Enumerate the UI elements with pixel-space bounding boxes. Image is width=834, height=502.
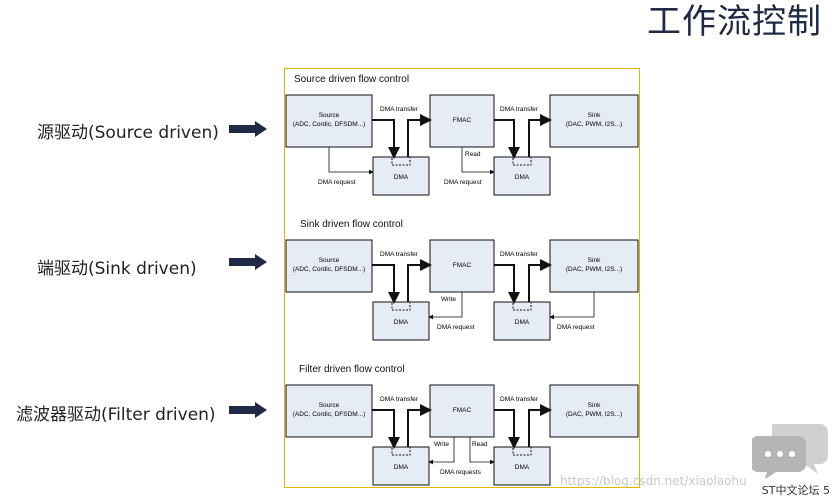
sink-label: Sink [588,402,601,409]
dma-box-1 [372,446,430,486]
source-label: Source [319,257,340,264]
section-filter-driven: Filter driven flow control Source (ADC, … [285,364,639,486]
label-dma-transfer: DMA transfer [500,106,539,113]
dma-label: DMA [394,174,409,181]
source-box [285,384,373,438]
label-dma-transfer: DMA transfer [380,106,419,113]
page-title: 工作流控制 [647,2,822,42]
label-dma-request: DMA request [557,324,595,331]
fmac-label: FMAC [453,407,472,414]
sink-sublabel: (DAC, PWM, I2S...) [566,411,622,418]
label-read: Read [472,441,488,448]
dma-label: DMA [515,174,530,181]
section-source-driven: Source driven flow control Source (ADC, … [285,74,639,196]
section-title: Sink driven flow control [300,219,403,230]
sink-label: Sink [588,257,601,264]
label-dma-request: DMA request [318,179,356,186]
dma-box-1 [372,301,430,341]
section-title: Filter driven flow control [299,364,405,375]
fmac-label: FMAC [453,117,472,124]
sink-box [549,384,639,438]
label-write: Write [441,296,456,303]
section-title: Source driven flow control [294,74,409,85]
page-number: 5 [823,484,830,497]
label-dma-request: DMA request [444,179,482,186]
dma-label: DMA [515,319,530,326]
footer-text: ST中文论坛 [761,484,820,497]
label-dma-transfer: DMA transfer [500,396,539,403]
dma-box-1 [372,156,430,196]
sink-sublabel: (DAC, PWM, I2S...) [566,121,622,128]
side-label-filter-driven: 滤波器驱动(Filter driven) [16,405,216,425]
label-dma-request: DMA request [437,324,475,331]
label-read: Read [465,151,481,158]
fmac-box [429,94,495,148]
right-arrow-icon [229,121,267,137]
footer: ST中文论坛 5 [762,482,830,498]
label-dma-transfer: DMA transfer [500,251,539,258]
label-dma-transfer: DMA transfer [380,396,419,403]
dma-box-2 [493,156,551,196]
sink-box [549,94,639,148]
right-arrow-icon [229,254,267,270]
diagram-frame [284,68,640,488]
label-write: Write [434,441,449,448]
chat-bubble-icon [752,424,828,478]
source-sublabel: (ADC, Cordic, DFSDM...) [293,411,366,418]
fmac-label: FMAC [453,262,472,269]
source-box [285,239,373,293]
source-label: Source [319,112,340,119]
source-sublabel: (ADC, Cordic, DFSDM...) [293,266,366,273]
right-arrow-icon [229,402,267,418]
source-sublabel: (ADC, Cordic, DFSDM...) [293,121,366,128]
dma-box-2 [493,301,551,341]
dma-label: DMA [515,464,530,471]
section-sink-driven: Sink driven flow control Source (ADC, Co… [285,219,639,341]
dma-box-2 [493,446,551,486]
source-label: Source [319,402,340,409]
flow-control-diagram: Source driven flow control Source (ADC, … [285,74,639,486]
label-dma-requests: DMA requests [440,469,482,476]
side-label-sink-driven: 端驱动(Sink driven) [37,259,197,279]
label-dma-transfer: DMA transfer [380,251,419,258]
dma-label: DMA [394,464,409,471]
watermark: https://blog.csdn.net/xiaolaohu [560,474,747,488]
side-label-source-driven: 源驱动(Source driven) [37,123,219,143]
sink-sublabel: (DAC, PWM, I2S...) [566,266,622,273]
dma-label: DMA [394,319,409,326]
sink-label: Sink [588,112,601,119]
